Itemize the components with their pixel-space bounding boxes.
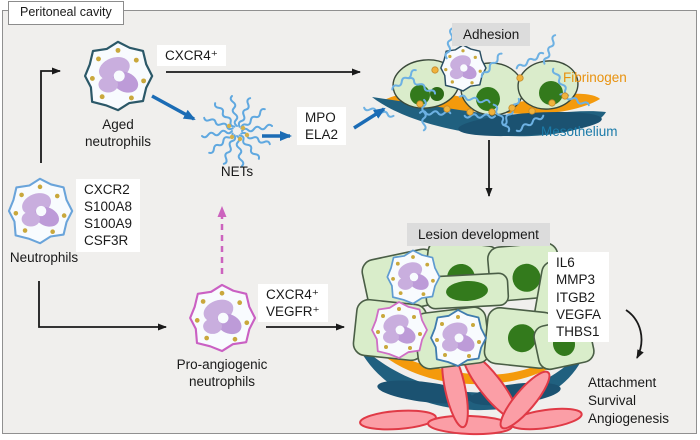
blue-arrows xyxy=(151,94,386,141)
arrow-enzymes-to-adhesion xyxy=(353,107,386,130)
black-arrows xyxy=(38,67,644,359)
fibrin-granules-adhesion xyxy=(416,66,569,116)
mesothelium-label: Mesothelium xyxy=(541,124,618,139)
aged-neutrophils-label: Aged neutrophils xyxy=(84,117,152,150)
arrow-neutrophils-to-aged xyxy=(40,67,61,163)
lesion-development-section-title: Lesion development xyxy=(407,223,550,247)
adhesion-section-title: Adhesion xyxy=(452,23,531,47)
neutrophil-cell xyxy=(7,177,74,245)
lesion-neutrophil-cell-1 xyxy=(386,249,441,305)
fibrinogen-label: Fibrinogen xyxy=(563,70,627,85)
pro-angiogenic-neutrophil-cell xyxy=(189,283,257,353)
peritoneal-cavity-title: Peritoneal cavity xyxy=(8,1,124,25)
aged-neutrophil-cell xyxy=(83,40,154,112)
arrow-genes-to-outcomes xyxy=(625,309,644,359)
net-granules xyxy=(226,123,250,142)
lesion-neutrophil-cell-2 xyxy=(371,301,428,359)
neutrophil-markers-label: CXCR2 S100A8 S100A9 CSF3R xyxy=(76,179,141,252)
pro-angiogenic-markers-label: CXCR4⁺ VEGFR⁺ xyxy=(258,284,328,323)
fibrinogen-layer-lesion xyxy=(358,330,584,385)
mesothelial-cells-adhesion xyxy=(392,59,579,116)
blood-vessels xyxy=(359,347,583,436)
lesion-outcomes-label: Attachment Survival Angiogenesis xyxy=(588,375,670,427)
pro-angiogenic-neutrophils-label: Pro-angiogenic neutrophils xyxy=(176,357,268,390)
lesion-genes-label: IL6 MMP3 ITGB2 VEGFA THBS1 xyxy=(548,252,610,343)
nets-enzymes-label: MPO ELA2 xyxy=(297,107,347,146)
neutrophils-label: Neutrophils xyxy=(9,250,79,265)
nets-label: NETs xyxy=(220,164,254,179)
arrow-aged-to-nets xyxy=(151,94,196,121)
lesion-neutrophil-cell-3 xyxy=(430,309,487,367)
adhesion-cluster-illustration xyxy=(362,26,606,137)
nets-illustration xyxy=(201,95,273,167)
lesion-cluster-illustration xyxy=(352,239,602,436)
cxcr4-marker-label: CXCR4⁺ xyxy=(157,45,226,67)
arrow-neutrophils-to-proangiogenic xyxy=(38,281,167,331)
